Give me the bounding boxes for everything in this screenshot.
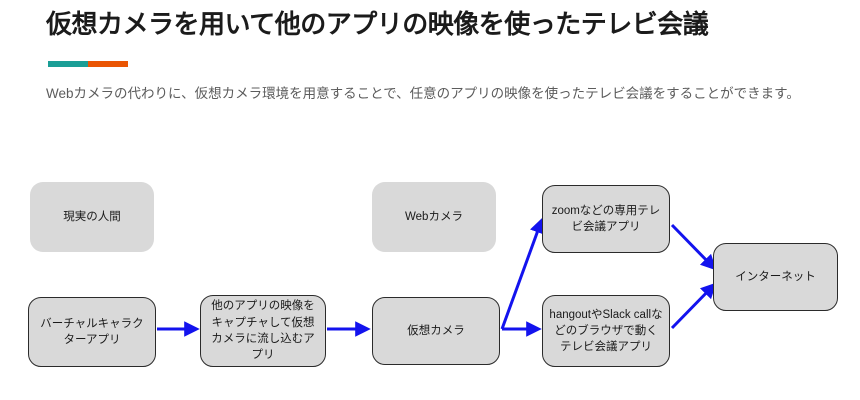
page-subtitle: Webカメラの代わりに、仮想カメラ環境を用意することで、任意のアプリの映像を使っ… [46,86,800,101]
node-zoom-app[interactable]: zoomなどの専用テレビ会議アプリ [542,185,670,253]
arrow-vcam-to-zoomapp [500,217,545,330]
node-human-label: 現実の人間 [63,210,121,223]
accent-bar [48,61,128,67]
accent-bar-orange-segment [88,61,128,67]
node-capture-app-label: 他のアプリの映像をキャプチャして仮想カメラに流し込むアプリ [211,300,315,362]
node-human[interactable]: 現実の人間 [30,182,154,252]
node-browser-app[interactable]: hangoutやSlack callなどのブラウザで動くテレビ会議アプリ [542,295,670,367]
node-webcam[interactable]: Webカメラ [372,182,496,252]
node-virtual-camera-label: 仮想カメラ [407,324,465,337]
node-virtual-character-app[interactable]: バーチャルキャラクターアプリ [28,297,156,367]
node-capture-app[interactable]: 他のアプリの映像をキャプチャして仮想カメラに流し込むアプリ [200,295,326,367]
node-browser-app-label: hangoutやSlack callなどのブラウザで動くテレビ会議アプリ [549,308,663,354]
node-webcam-label: Webカメラ [405,210,463,223]
node-internet-label: インターネット [735,270,816,283]
node-internet[interactable]: インターネット [713,243,838,311]
page-title: 仮想カメラを用いて他のアプリの映像を使ったテレビ会議 [46,9,709,39]
arrow-browserapp-to-internet [670,282,717,330]
node-virtual-character-app-label: バーチャルキャラクターアプリ [40,317,144,346]
arrow-zoomapp-to-internet [670,223,717,271]
accent-bar-teal-segment [48,61,88,67]
node-virtual-camera[interactable]: 仮想カメラ [372,297,500,365]
node-zoom-app-label: zoomなどの専用テレビ会議アプリ [551,204,661,233]
